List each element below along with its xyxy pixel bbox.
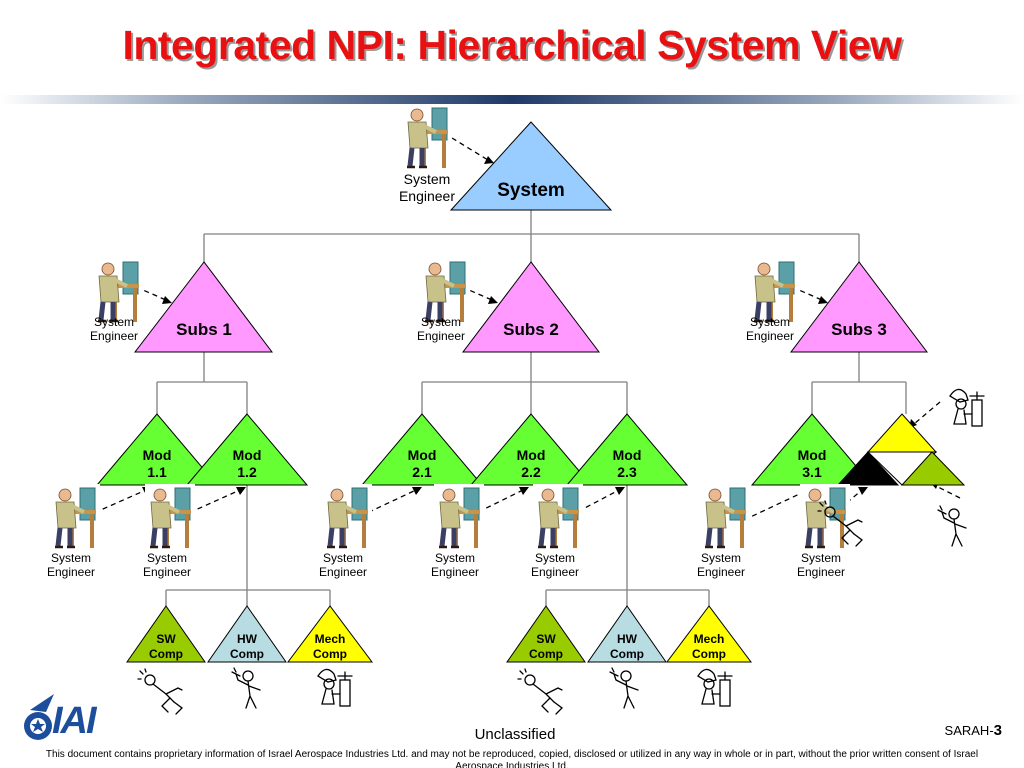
engineer-label-mod21-line1: System: [323, 551, 363, 565]
component-triangle-mech-1: [287, 605, 373, 663]
system-engineer-figure-mod23: [533, 484, 583, 550]
engineer-label-mod12-line1: System: [147, 551, 187, 565]
engineer-label-mod12-line2: Engineer: [143, 565, 191, 579]
component-label-sw-2-line2: Comp: [529, 647, 563, 661]
engineer-label-subs1-line2: Engineer: [90, 329, 138, 343]
system-engineer-figure-system: [402, 104, 452, 170]
iai-logo-icon: [24, 694, 54, 740]
engineer-label-mod23-line1: System: [535, 551, 575, 565]
engineer-label-subs1-line1: System: [94, 315, 134, 329]
hw-engineer-cartoon-1: [231, 667, 261, 709]
sw-engineer-cartoon-1: [137, 668, 183, 715]
engineer-label-subs2-line1: System: [421, 315, 461, 329]
subsystem-label-1: Subs 1: [176, 320, 232, 339]
engineer-label-subs3-line1: System: [750, 315, 790, 329]
component-label-hw-1-line2: Comp: [230, 647, 264, 661]
slide-prefix: SARAH-: [944, 723, 994, 738]
engineer-label-system-line1: System: [404, 171, 451, 187]
subsystem-triangle-1: [133, 261, 274, 353]
component-label-hw-2-line1: HW: [617, 632, 638, 646]
engineer-label-mod31-line1: System: [701, 551, 741, 565]
hw-engineer-cartoon-3: [937, 505, 967, 547]
module-label-2-1-line1: Mod: [408, 447, 437, 463]
slide-number-value: 3: [993, 722, 1002, 739]
component-label-sw-1-line1: SW: [156, 632, 176, 646]
system-engineer-figure-mod31: [700, 484, 750, 550]
mech-engineer-cartoon-2: [697, 668, 733, 707]
triangles: [95, 121, 966, 663]
module-label-1-2-line2: 1.2: [237, 464, 257, 480]
connector-lines: [156, 210, 907, 606]
system-engineer-figure-mod22: [434, 484, 484, 550]
engineer-label-mod22-line1: System: [435, 551, 475, 565]
module-label-1-1-line2: 1.1: [147, 464, 167, 480]
component-label-hw-2-line2: Comp: [610, 647, 644, 661]
module-label-2-3-line2: 2.3: [617, 464, 637, 480]
component-label-mech-2-line1: Mech: [694, 632, 725, 646]
slide-title: Integrated NPI: Hierarchical System View: [122, 22, 902, 68]
system-engineer-figure-mod11: [50, 484, 100, 550]
module-label-3-1-line1: Mod: [798, 447, 827, 463]
component-triangle-hw-1: [207, 605, 287, 663]
module-triangle-1-2: [185, 413, 309, 486]
subsystem-triangle-2: [461, 261, 601, 353]
component-label-sw-2-line1: SW: [536, 632, 556, 646]
proprietary-disclaimer: This document contains proprietary infor…: [45, 749, 979, 768]
system-engineer-figure-mod21: [322, 484, 372, 550]
subsystem-label-2: Subs 2: [503, 320, 559, 339]
unnamed-triangle-right: [900, 451, 966, 486]
component-label-mech-2-line2: Comp: [692, 647, 726, 661]
module-label-1-1-line1: Mod: [143, 447, 172, 463]
component-triangle-hw-2: [587, 605, 667, 663]
hw-engineer-cartoon-2: [609, 667, 639, 709]
logo-text: IAI: [52, 700, 97, 742]
component-label-mech-1-line1: Mech: [315, 632, 346, 646]
module-triangle-2-3: [565, 413, 689, 486]
mech-engineer-cartoon-1: [317, 668, 353, 707]
module-triangle-2-1: [360, 413, 484, 486]
component-label-sw-1-line2: Comp: [149, 647, 183, 661]
module-label-1-2-line1: Mod: [233, 447, 262, 463]
engineer-label-mod22-line2: Engineer: [431, 565, 479, 579]
component-triangle-sw-2: [506, 605, 586, 663]
module-label-2-1-line2: 2.1: [412, 464, 432, 480]
engineer-label-mod31b-line1: System: [801, 551, 841, 565]
engineer-label-mod21-line2: Engineer: [319, 565, 367, 579]
module-label-2-3-line1: Mod: [613, 447, 642, 463]
component-label-hw-1-line1: HW: [237, 632, 258, 646]
module-label-3-1-line2: 3.1: [802, 464, 822, 480]
engineer-label-subs2-line2: Engineer: [417, 329, 465, 343]
module-triangle-2-2: [469, 413, 593, 486]
sw-engineer-cartoon-2: [517, 668, 563, 715]
mech-engineer-cartoon-3: [949, 388, 985, 427]
component-triangle-sw-1: [126, 605, 206, 663]
engineer-label-mod23-line2: Engineer: [531, 565, 579, 579]
engineer-label-mod11-line2: Engineer: [47, 565, 95, 579]
module-label-2-2-line1: Mod: [517, 447, 546, 463]
unnamed-triangle-left: [836, 451, 900, 486]
engineer-label-mod31-line2: Engineer: [697, 565, 745, 579]
engineer-label-mod11-line1: System: [51, 551, 91, 565]
engineer-label-mod31b-line2: Engineer: [797, 565, 845, 579]
system-label: System: [497, 180, 565, 201]
system-engineer-figure-mod31b: [800, 484, 850, 550]
system-engineer-figure-mod12: [145, 484, 195, 550]
slide-number: SARAH-3: [945, 722, 1002, 739]
title-underline: [0, 95, 1024, 104]
component-label-mech-1-line2: Comp: [313, 647, 347, 661]
module-label-2-2-line2: 2.2: [521, 464, 541, 480]
system-triangle: [449, 121, 613, 211]
unnamed-triangle-top: [866, 413, 938, 453]
subsystem-triangle-3: [789, 261, 929, 353]
engineer-label-system-line2: Engineer: [399, 188, 455, 204]
component-triangle-mech-2: [666, 605, 752, 663]
engineer-label-subs3-line2: Engineer: [746, 329, 794, 343]
classification-label: Unclassified: [474, 726, 556, 743]
subsystem-label-3: Subs 3: [831, 320, 887, 339]
